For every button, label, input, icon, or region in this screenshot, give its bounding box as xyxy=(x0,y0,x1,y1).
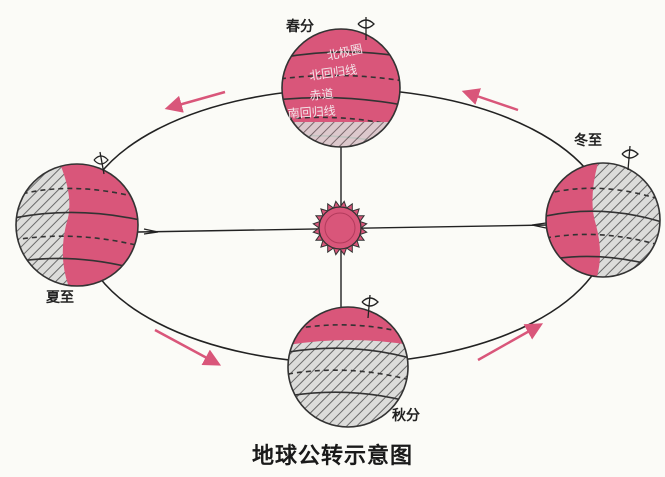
earth-spring-equinox: 北极圈 北回归线 赤道 南回归线 xyxy=(281,17,401,148)
orbit-arrow-top-left xyxy=(164,90,226,113)
earth-winter-solstice xyxy=(545,145,661,278)
label-summer-solstice: 夏至 xyxy=(46,290,74,306)
diagram-title: 地球公转示意图 xyxy=(251,444,413,469)
label-equator: 赤道 xyxy=(309,87,334,103)
sun-icon xyxy=(312,200,368,256)
axis-arrow-right xyxy=(531,222,547,229)
orbit-arrow-top-right xyxy=(461,88,519,112)
rotation-icon xyxy=(621,145,639,171)
earth-summer-solstice xyxy=(15,151,139,287)
label-spring-equinox: 春分 xyxy=(286,19,314,35)
orbit-arrow-bottom-left xyxy=(154,328,222,366)
label-tropic-capricorn: 南回归线 xyxy=(287,103,336,121)
label-tropic-cancer: 北回归线 xyxy=(308,62,357,83)
rotation-icon xyxy=(93,151,109,175)
axis-arrow-left xyxy=(143,228,159,235)
earth-autumn-equinox xyxy=(287,294,409,428)
rotation-icon xyxy=(361,294,379,319)
orbit-arrow-bottom-right xyxy=(477,323,544,362)
label-winter-solstice: 冬至 xyxy=(574,133,602,149)
label-autumn-equinox: 秋分 xyxy=(392,408,420,424)
rotation-icon xyxy=(357,17,375,40)
